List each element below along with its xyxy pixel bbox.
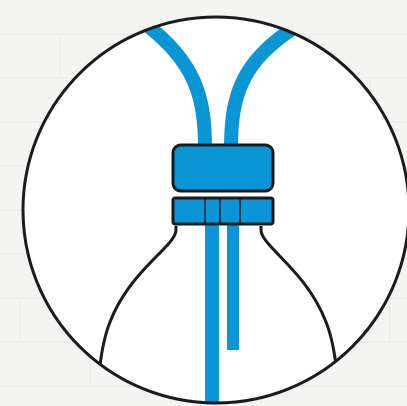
tube-right-icon: [224, 18, 304, 151]
circle-outline: [21, 15, 407, 405]
tube-left-icon: [135, 17, 212, 151]
bottle-cap-icon: [171, 143, 275, 193]
bottle-cap-ring-icon: [171, 196, 275, 226]
